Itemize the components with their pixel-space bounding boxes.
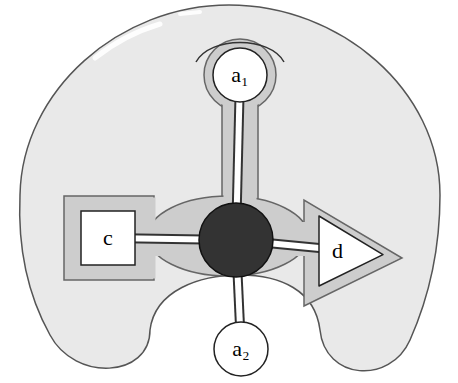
substituent-circle-outline bbox=[214, 322, 268, 376]
substituent-circle: a₂ bbox=[213, 321, 269, 377]
central-atom bbox=[199, 203, 273, 277]
highlight bbox=[180, 12, 200, 14]
highlight bbox=[360, 40, 405, 80]
substituent-triangle: d bbox=[318, 215, 384, 287]
substituent-label: a₁ bbox=[231, 63, 248, 87]
substituent-triangle-outline bbox=[319, 216, 383, 286]
enzyme-body bbox=[20, 5, 440, 371]
substituent-label: d bbox=[332, 239, 343, 263]
substituent-outline bbox=[318, 215, 384, 287]
substituent-circle-outline bbox=[213, 48, 267, 102]
highlight bbox=[95, 24, 160, 58]
substituent-label: c bbox=[103, 226, 113, 250]
substituent-square: c bbox=[80, 210, 136, 266]
bonds bbox=[108, 75, 340, 348]
substituent-square-outline bbox=[81, 211, 135, 265]
binding-pocket-outline bbox=[64, 39, 402, 306]
substituent-circle: a₁ bbox=[212, 47, 268, 103]
binding-pocket-fill bbox=[66, 41, 400, 304]
substituent-label: a₂ bbox=[232, 337, 249, 361]
